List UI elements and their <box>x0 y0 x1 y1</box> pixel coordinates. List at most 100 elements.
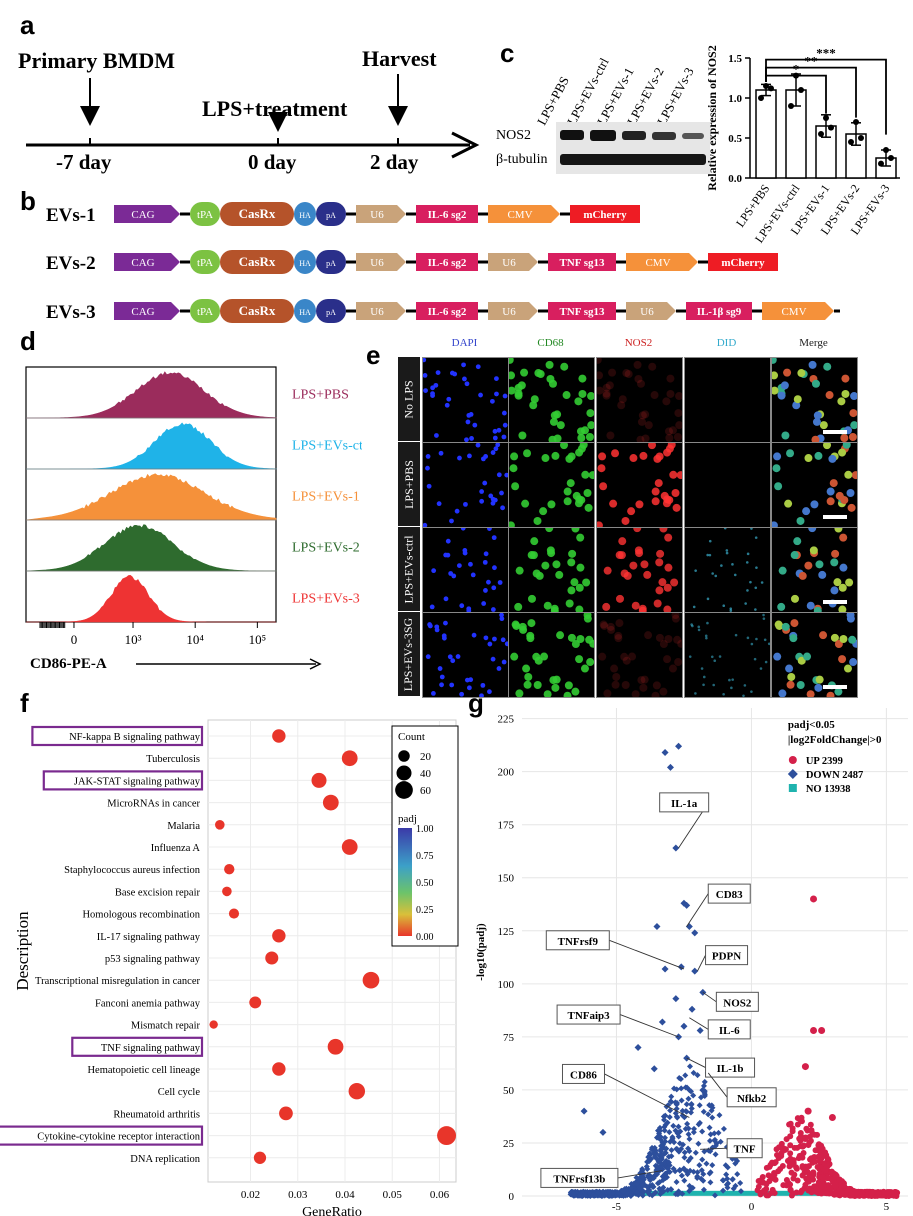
svg-text:CMV: CMV <box>781 306 806 318</box>
kegg-term-hematopoietic-cell-lineage: Hematopoietic cell lineage <box>87 1062 286 1076</box>
callout-nos2: NOS2 <box>702 991 759 1012</box>
svg-text:Nfkb2: Nfkb2 <box>737 1093 767 1105</box>
svg-text:PDPN: PDPN <box>712 951 741 963</box>
kegg-term-homologous-recombination: Homologous recombination <box>82 908 240 921</box>
micrograph-lps-evs-3sg-did <box>684 612 771 698</box>
svg-text:CAG: CAG <box>131 306 154 318</box>
kegg-xtick: 0.02 <box>241 1189 260 1201</box>
volcano-ytick: 100 <box>498 979 515 991</box>
svg-text:Homologous recombination: Homologous recombination <box>82 910 200 921</box>
construct-name: EVs-2 <box>46 253 96 274</box>
wb-band-label-tubulin: β-tubulin <box>496 152 548 167</box>
micrograph-lps-evs-ctrl-cd68 <box>508 527 595 613</box>
micrograph-lps-evs-ctrl-nos2 <box>596 527 683 613</box>
kegg-xtick: 0.03 <box>288 1189 308 1201</box>
construct-part-cag: CAG <box>114 205 180 223</box>
volcano-ylabel: -log10(padj) <box>475 923 487 981</box>
panel-label-f: f <box>20 688 29 718</box>
svg-text:0.75: 0.75 <box>416 851 434 862</box>
channel-header-did: DID <box>716 337 737 349</box>
micrograph-lps-evs-3sg-dapi <box>422 612 509 698</box>
micrograph-lps-pbs-did <box>684 442 771 528</box>
wb-bands <box>556 122 710 174</box>
construct-part-ha: HA <box>294 299 316 323</box>
svg-text:CasRx: CasRx <box>239 206 276 221</box>
callout-il-6: IL-6 <box>689 1017 751 1040</box>
svg-text:pA: pA <box>326 259 336 268</box>
svg-text:TNF sg13: TNF sg13 <box>559 257 605 269</box>
svg-text:40: 40 <box>420 768 432 780</box>
svg-text:JAK-STAT signaling pathway: JAK-STAT signaling pathway <box>74 776 201 787</box>
construct-part-cag: CAG <box>114 253 180 271</box>
svg-text:mCherry: mCherry <box>583 209 627 221</box>
volcano-ytick: 225 <box>498 714 515 726</box>
bar-lps-pbs <box>755 83 777 179</box>
construct-part-u6: U6 <box>626 302 676 320</box>
bar-lps-evs-3 <box>875 147 897 179</box>
svg-text:20: 20 <box>420 751 432 763</box>
volcano-xtick: -5 <box>612 1201 622 1213</box>
bar-ytick: 1.5 <box>728 53 742 65</box>
volcano-xtick: 0 <box>749 1201 755 1213</box>
construct-part-tpa: tPA <box>190 202 220 226</box>
svg-text:U6: U6 <box>502 257 516 269</box>
svg-text:U6: U6 <box>370 209 384 221</box>
svg-text:U6: U6 <box>502 306 516 318</box>
kegg-term-base-excision-repair: Base excision repair <box>115 886 232 898</box>
volcano-no-band <box>575 1190 876 1196</box>
timeline-tick-2: 0 day <box>248 150 297 174</box>
svg-text:NO 13938: NO 13938 <box>806 784 851 795</box>
construct-part-cmv: CMV <box>488 205 560 223</box>
volcano-ytick: 200 <box>498 767 515 779</box>
svg-text:pA: pA <box>326 211 336 220</box>
callout-tnfrsf13b: TNFrsf13b <box>540 1167 663 1188</box>
volcano-ytick: 75 <box>503 1032 515 1044</box>
micrograph-no-lps-merge <box>771 357 858 443</box>
svg-text:IL-1β sg9: IL-1β sg9 <box>697 306 742 318</box>
svg-text:IL-6: IL-6 <box>719 1025 740 1037</box>
svg-text:IL-1a: IL-1a <box>671 798 698 810</box>
kegg-term-staphylococcus-aureus-infection: Staphylococcus aureus infection <box>64 864 235 876</box>
kegg-term-micrornas-in-cancer: MicroRNAs in cancer <box>107 794 339 811</box>
significance-bracket: *** <box>765 46 887 135</box>
flow-xlabel: CD86-PE-A <box>30 656 107 672</box>
volcano-ytick: 50 <box>503 1085 515 1097</box>
microscopy-row-label-lps-evs-ctrl: LPS+EVs-ctrl <box>398 527 420 611</box>
svg-text:IL-6 sg2: IL-6 sg2 <box>428 306 467 318</box>
svg-text:Tuberculosis: Tuberculosis <box>146 754 200 765</box>
svg-text:UP 2399: UP 2399 <box>806 756 843 767</box>
microscopy-row-label-lps-evs-3sg: LPS+EVs-3SG <box>398 612 420 696</box>
svg-text:CAG: CAG <box>131 209 154 221</box>
construct-part-u6: U6 <box>356 253 406 271</box>
kegg-term-fanconi-anemia-pathway: Fanconi anemia pathway <box>95 996 262 1009</box>
panel-label-c: c <box>500 38 515 68</box>
svg-text:tPA: tPA <box>197 306 213 318</box>
svg-text:1.00: 1.00 <box>416 824 434 835</box>
svg-text:Cytokine-cytokine receptor int: Cytokine-cytokine receptor interaction <box>37 1132 200 1143</box>
svg-text:Base excision repair: Base excision repair <box>115 887 201 898</box>
channel-header-nos2: NOS2 <box>624 337 653 349</box>
construct-part-ha: HA <box>294 202 316 226</box>
kegg-term-tuberculosis: Tuberculosis <box>146 750 358 767</box>
volcano-ytick: 0 <box>509 1191 515 1203</box>
micrograph-lps-evs-3sg-merge <box>771 612 858 698</box>
svg-text:DOWN 2487: DOWN 2487 <box>806 770 863 781</box>
timeline-axis <box>26 74 480 159</box>
callout-tnfrsf9: TNFrsf9 <box>545 930 685 970</box>
wb-band-label-nos2: NOS2 <box>496 128 532 143</box>
kegg-term-transcriptional-misregulation-in-cancer: Transcriptional misregulation in cancer <box>35 971 380 989</box>
construct-part-u6: U6 <box>356 302 406 320</box>
volcano-plot: 0255075100125150175200225-505log2FoldCha… <box>475 708 908 1216</box>
flow-tick: 10⁵ <box>249 632 267 647</box>
flow-tick: 10³ <box>125 632 142 647</box>
panel-label-b: b <box>20 186 36 216</box>
construct-part-u6: U6 <box>488 302 538 320</box>
construct-part-cmv: CMV <box>626 253 698 271</box>
flow-track-label: LPS+PBS <box>292 388 349 403</box>
kegg-term-cell-cycle: Cell cycle <box>158 1082 366 1100</box>
bar-ytick: 0.0 <box>728 173 742 185</box>
